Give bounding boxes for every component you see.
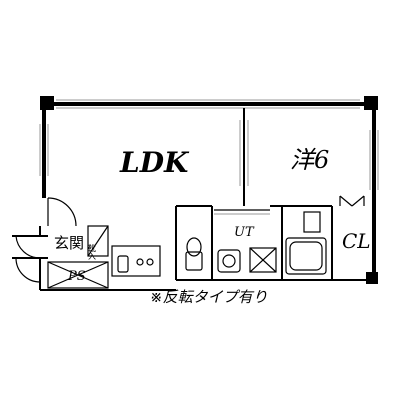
pipe-space-box [47, 261, 109, 289]
washing-machine-space [249, 247, 277, 273]
column-bottom-right [366, 272, 378, 284]
entrance-door [15, 197, 77, 283]
outer-walls [12, 102, 376, 291]
column-top-left [40, 96, 54, 110]
room-label-entrance: 玄関 [54, 234, 84, 252]
room-label-ldk: LDK [119, 146, 190, 179]
washbasin [217, 249, 241, 273]
room-label-shoe-box: 靴入 [88, 243, 97, 260]
plan-note: ※反転タイプ有り [150, 288, 268, 306]
toilet [185, 237, 203, 271]
column-top-right [364, 96, 378, 110]
partitions [176, 108, 365, 280]
kitchen-counter [111, 245, 161, 277]
room-label-utility: UT [234, 225, 255, 240]
room-label-western: 洋6 [290, 146, 329, 174]
top-windows [56, 99, 360, 109]
room-label-closet: CL [342, 229, 371, 253]
bathtub [285, 211, 327, 275]
left-window [39, 124, 49, 176]
room-label-pipe-space: PS [67, 269, 86, 284]
right-window [369, 130, 379, 190]
shoe-box [87, 225, 109, 257]
